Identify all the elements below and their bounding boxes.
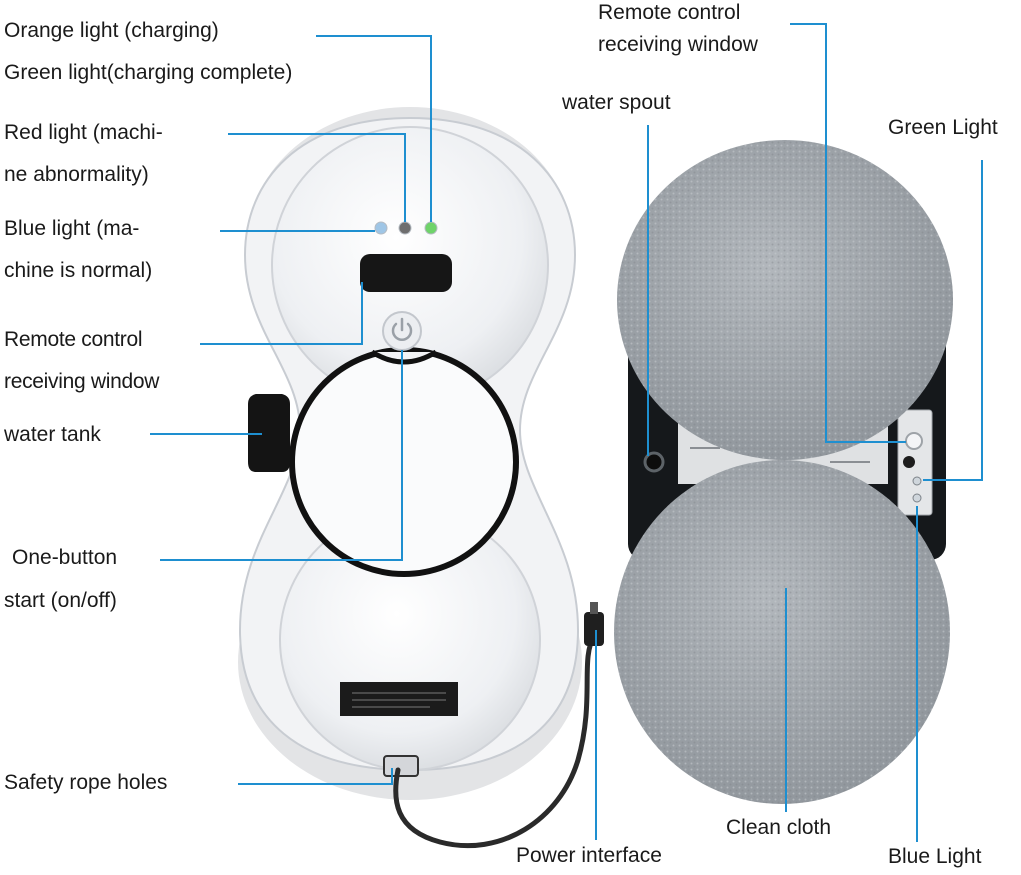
label-remote-left-1: Remote control (4, 328, 143, 351)
remote-window-front (360, 254, 452, 292)
water-tank-cap (248, 394, 290, 472)
power-plug (584, 612, 604, 646)
leader-safety-rope (238, 768, 393, 785)
indicator-red (398, 221, 412, 235)
label-water-spout: water spout (562, 91, 671, 114)
label-blue-light-2: chine is normal) (4, 259, 153, 282)
leader-remote-right (790, 23, 906, 443)
label-remote-left-2: receiving window (4, 370, 160, 393)
indicator-green (424, 221, 438, 235)
leader-orange-green (316, 35, 432, 222)
label-remote-right-1: Remote control (598, 1, 741, 24)
remote-window-bottom (905, 432, 923, 450)
label-green-light-complete: Green light(charging complete) (4, 61, 293, 84)
button-dark (903, 456, 915, 468)
leader-one-button (160, 350, 403, 561)
left-ring-notch (370, 349, 438, 365)
leader-remote-left (200, 282, 363, 345)
label-one-button-1: One-button (12, 546, 118, 569)
leader-green-light (923, 160, 983, 481)
label-blue-light: Blue Light (888, 845, 982, 868)
left-robot-front (238, 107, 604, 849)
indicator-blue (374, 221, 388, 235)
label-red-light-1: Red light (machi- (4, 121, 163, 144)
label-remote-right-2: receiving window (598, 33, 758, 56)
label-green-light: Green Light (888, 116, 998, 139)
label-clean-cloth: Clean cloth (726, 816, 832, 839)
power-cord (393, 633, 597, 849)
label-blue-light-1: Blue light (ma- (4, 217, 140, 240)
label-water-tank: water tank (4, 423, 101, 446)
left-center-ring (289, 347, 519, 577)
leader-lines (150, 23, 983, 842)
blue-light-bottom (912, 493, 922, 503)
right-robot-bottom (614, 140, 953, 804)
power-icon (391, 322, 413, 341)
safety-rope-hole (383, 755, 419, 777)
label-safety-rope: Safety rope holes (4, 771, 168, 794)
label-one-button-2: start (on/off) (4, 589, 117, 612)
leader-red (228, 133, 406, 222)
water-spout (643, 451, 665, 473)
green-light-bottom (912, 476, 922, 486)
label-red-light-2: ne abnormality) (4, 163, 149, 186)
label-orange-light: Orange light (charging) (4, 19, 219, 42)
label-power-interface: Power interface (516, 844, 662, 867)
